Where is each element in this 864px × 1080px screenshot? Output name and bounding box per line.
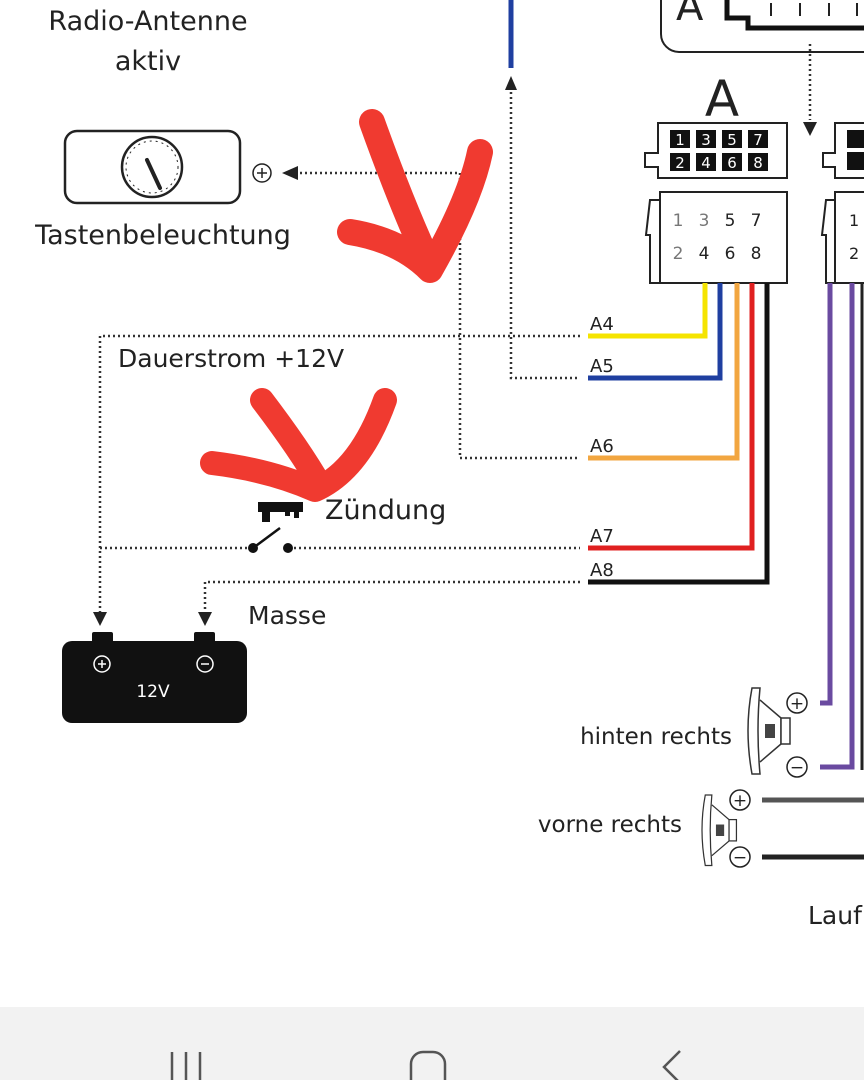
pin-cell [696,153,716,171]
light-dotted-line [300,171,580,460]
key-icon [258,502,303,522]
radio-antenna-label-2: aktiv [115,46,181,77]
battery-icon [62,632,247,723]
terminal-symbol: + [733,791,747,811]
pin-number: 8 [753,154,763,172]
pin-number: 5 [725,211,736,231]
pin-number: 4 [701,154,711,172]
wire-label: A5 [590,356,614,377]
rear-minus-wire [820,283,855,770]
pin-number: 3 [701,131,711,149]
terminal-symbol: − [790,758,804,778]
button-light-label: Tastenbeleuchtung [34,220,291,251]
speaker-icon [701,794,738,867]
connector-b-pin: 2 [849,244,859,263]
pin-number: 6 [725,244,736,264]
rear-right-label: hinten rechts [580,724,732,750]
connector-a-socket [644,191,788,284]
pin-number: 5 [727,131,737,149]
radio-antenna-label: Radio-Antenne [48,6,247,37]
wiring-diagram: Radio-Antenne aktiv A Tastenbeleuchtung … [34,0,864,930]
minus-terminal-icon [786,756,808,778]
plus-terminal-icon [729,789,751,811]
permanent-power-label: Dauerstrom +12V [118,344,344,373]
wire-label: A8 [590,560,614,581]
pin-number: 2 [673,244,684,264]
pin-cell [696,130,716,148]
battery-voltage-label: 12V [136,682,170,702]
ignition-label: Zündung [325,495,446,526]
wire-a6 [588,283,740,461]
terminal-symbol: − [733,848,747,868]
connector-a-title: A [705,70,739,128]
wire-a5 [588,283,723,381]
plus-terminal-icon [252,163,272,183]
recent-apps-icon[interactable] [170,1052,202,1080]
antenna-dotted-line [509,92,580,380]
pin-cell [670,153,690,171]
pin-cell [748,130,768,148]
speaker-section-label: Lauf [808,901,863,930]
minus-terminal-icon [729,846,751,868]
arrow-up-icon [505,76,517,90]
switch-icon [248,526,293,553]
navbar-icons [170,1050,681,1080]
pin-cell [722,153,742,171]
pin-number: 1 [673,211,684,231]
speaker-icon [747,687,791,775]
annotation-arrow [337,109,493,283]
annotation-arrow [200,388,397,502]
wire-label: A6 [590,436,614,457]
pin-number: 2 [675,154,685,172]
speaker-terminals: + − + − [729,692,808,868]
pin-cell [748,153,768,171]
android-navbar [0,1007,864,1080]
arrow-left-icon [282,166,298,180]
wire-label: A7 [590,526,614,547]
pin-cell [722,130,742,148]
pin-number: 4 [699,244,710,264]
radio-unit-letter: A [676,0,704,30]
pin-number: 8 [751,244,762,264]
front-right-label: vorne rechts [538,812,682,838]
pin-number: 7 [753,131,763,149]
rear-plus-wire [820,283,833,706]
arrow-down-icon [93,612,107,626]
pin-cell [670,130,690,148]
pin-number: 7 [751,211,762,231]
plus-terminal-icon [786,692,808,714]
radio-unit-pins [770,3,858,16]
wire-a7 [588,283,755,551]
connector-b-socket [820,191,864,284]
wire-a4 [588,283,708,339]
permanent-dotted-line [98,334,580,612]
pin-number: 1 [675,131,685,149]
arrow-down-icon [803,122,817,136]
pin-number: 6 [727,154,737,172]
gauge-icon [120,135,184,199]
ground-label: Masse [248,601,326,630]
pin-number: 3 [699,211,710,231]
back-icon[interactable] [662,1050,681,1080]
radio-unit-socket [724,0,864,31]
ground-dotted-line [203,580,580,612]
home-icon[interactable] [409,1050,447,1080]
wire-label: A4 [590,314,614,335]
terminal-symbol: + [790,694,804,714]
connector-b-pin: 1 [849,211,859,230]
wire-a8 [588,283,770,585]
arrow-down-icon [198,612,212,626]
